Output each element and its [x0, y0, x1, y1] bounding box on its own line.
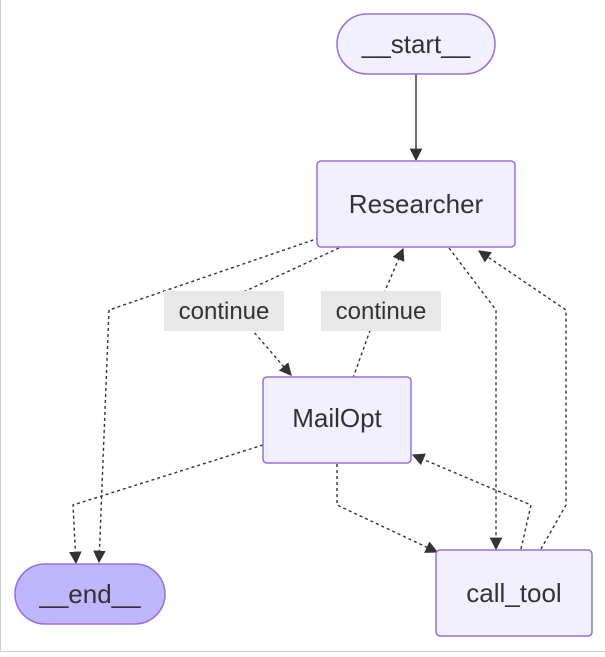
edge-label-continue-right: continue [321, 291, 441, 331]
edge-researcher-end [93, 237, 320, 564]
edge-label-text: continue [336, 298, 427, 325]
edge-calltool-researcher [477, 250, 567, 550]
node-researcher-label: Researcher [349, 189, 484, 219]
node-start[interactable]: __start__ [336, 13, 496, 75]
node-end-label: __end__ [38, 579, 141, 609]
node-end[interactable]: __end__ [14, 563, 166, 625]
edge-calltool-mailopt [411, 453, 532, 550]
edge-mailopt-end [69, 444, 264, 565]
edge-label-continue-left: continue [164, 291, 284, 331]
edge-researcher-calltool [448, 247, 503, 551]
node-call-tool[interactable]: call_tool [435, 549, 593, 637]
node-mailopt[interactable]: MailOpt [262, 376, 412, 464]
edge-label-text: continue [179, 298, 270, 325]
node-start-label: __start__ [361, 29, 471, 59]
node-mailopt-label: MailOpt [292, 403, 382, 433]
edge-mailopt-calltool [336, 464, 439, 553]
node-call-tool-label: call_tool [466, 578, 561, 608]
edges [69, 74, 567, 565]
node-researcher[interactable]: Researcher [316, 160, 516, 248]
